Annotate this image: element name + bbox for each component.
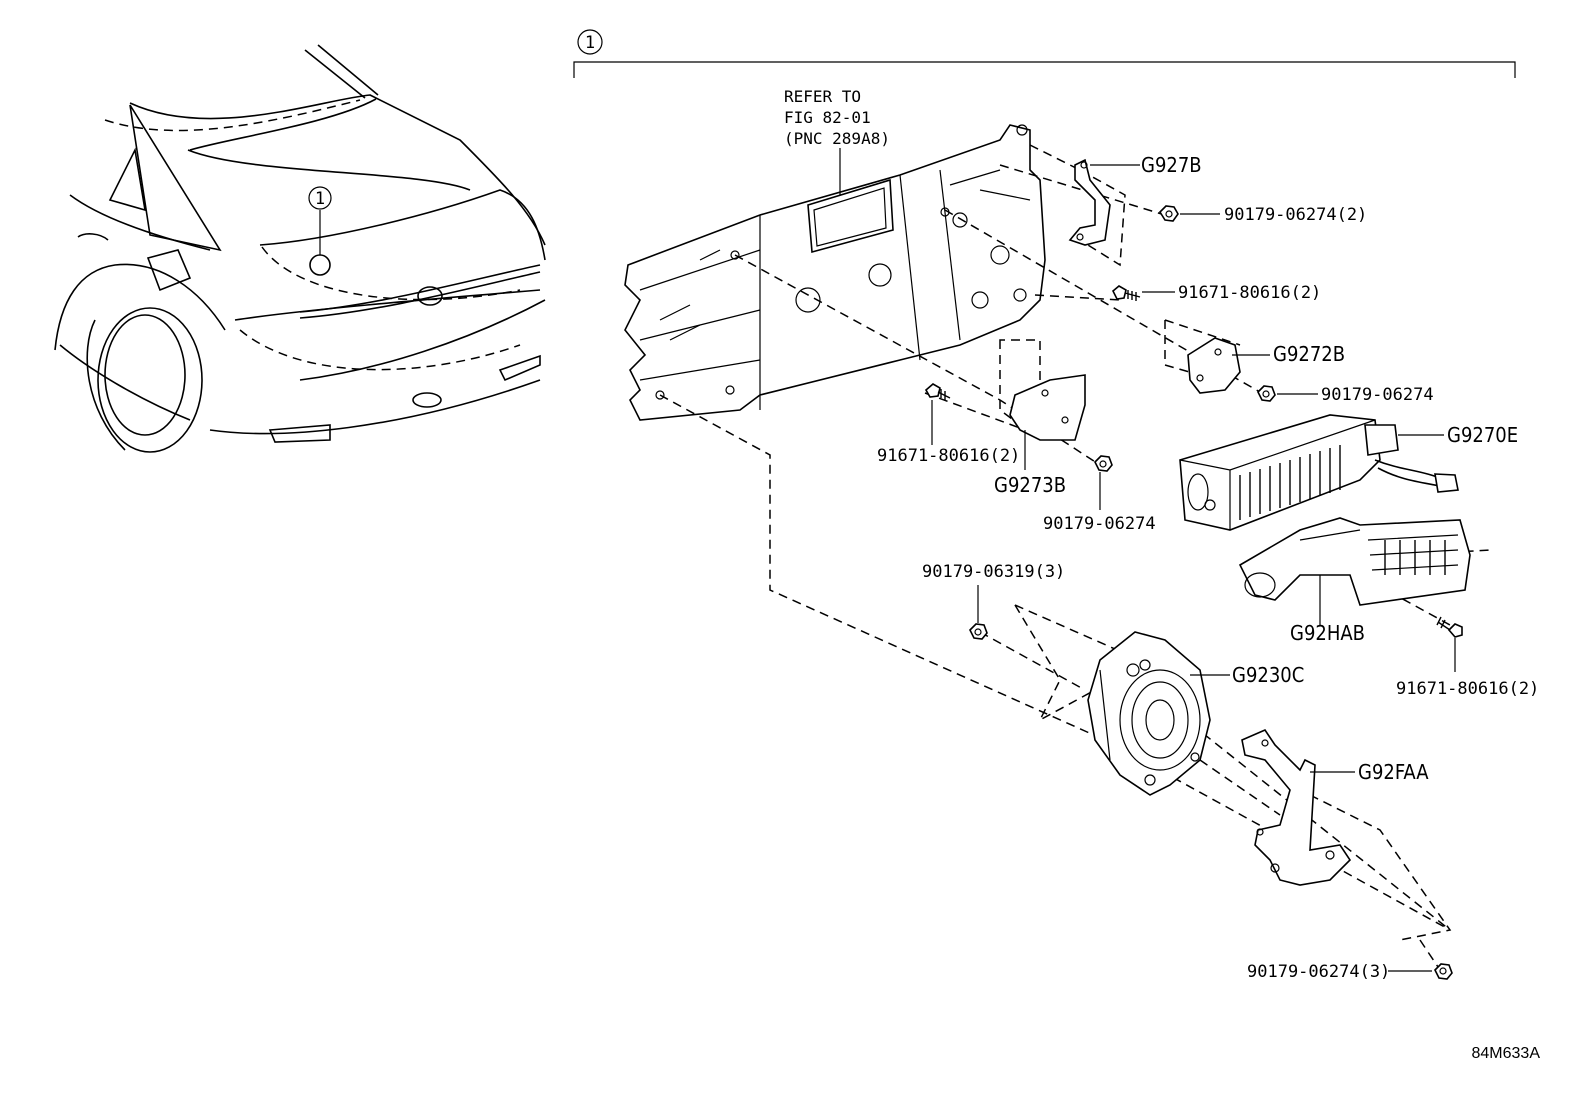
car-callout-number: 1 xyxy=(315,189,325,209)
part-g9270e: G9270E xyxy=(1179,414,1518,531)
label-bolt-top: 91671-80616(2) xyxy=(1178,283,1321,303)
label-bolt-right: 91671-80616(2) xyxy=(1396,679,1539,699)
label-nut-bottom: 90179-06274(3) xyxy=(1247,962,1390,982)
label-g92faa: G92FAA xyxy=(1358,760,1429,784)
main-panel: REFER TO FIG 82-01 (PNC 289A8) xyxy=(624,87,1046,421)
label-g92hab: G92HAB xyxy=(1290,621,1365,645)
vehicle-rear-illustration: 1 xyxy=(54,44,546,453)
part-nut-90179-06274-mid: 90179-06274 xyxy=(1257,385,1434,405)
label-nut-cover: 90179-06319(3) xyxy=(922,562,1065,582)
label-g9270e: G9270E xyxy=(1447,423,1518,447)
figure-code: 84M633A xyxy=(1472,1045,1541,1062)
part-g9230c: G9230C xyxy=(1087,631,1304,796)
part-bolt-91671-80616-left: 91671-80616(2) xyxy=(877,383,1020,466)
part-bolt-91671-80616-top: 91671-80616(2) xyxy=(1112,283,1321,303)
refer-note-line1: REFER TO xyxy=(784,87,861,106)
part-nut-90179-06319: 90179-06319(3) xyxy=(922,562,1065,640)
part-bolt-91671-80616-right: 91671-80616(2) xyxy=(1396,616,1539,699)
refer-note-line2: FIG 82-01 xyxy=(784,108,871,127)
label-g9273b: G9273B xyxy=(994,473,1066,497)
part-nut-90179-06274-left: 90179-06274 xyxy=(1043,455,1156,534)
label-g9272b: G9272B xyxy=(1273,342,1345,366)
label-g9230c: G9230C xyxy=(1232,663,1304,687)
label-g927b: G927B xyxy=(1141,153,1202,177)
part-g92faa: G92FAA xyxy=(1241,728,1429,886)
part-g9273b: G9273B xyxy=(994,374,1086,497)
assembly-callout-number: 1 xyxy=(585,33,595,53)
part-g9272b: G9272B xyxy=(1187,337,1345,394)
label-bolt-left: 91671-80616(2) xyxy=(877,446,1020,466)
refer-note-line3: (PNC 289A8) xyxy=(784,129,890,148)
part-nut-90179-06274-top: 90179-06274(2) xyxy=(1158,205,1367,225)
part-g927b: G927B xyxy=(1068,153,1202,246)
part-nut-90179-06274-bottom: 90179-06274(3) xyxy=(1247,962,1453,982)
part-g92hab: G92HAB xyxy=(1238,517,1471,645)
label-nut-mid: 90179-06274 xyxy=(1321,385,1434,405)
label-nut-left: 90179-06274 xyxy=(1043,514,1156,534)
label-nut-top: 90179-06274(2) xyxy=(1224,205,1367,225)
assembly-bracket: 1 xyxy=(573,29,1516,78)
